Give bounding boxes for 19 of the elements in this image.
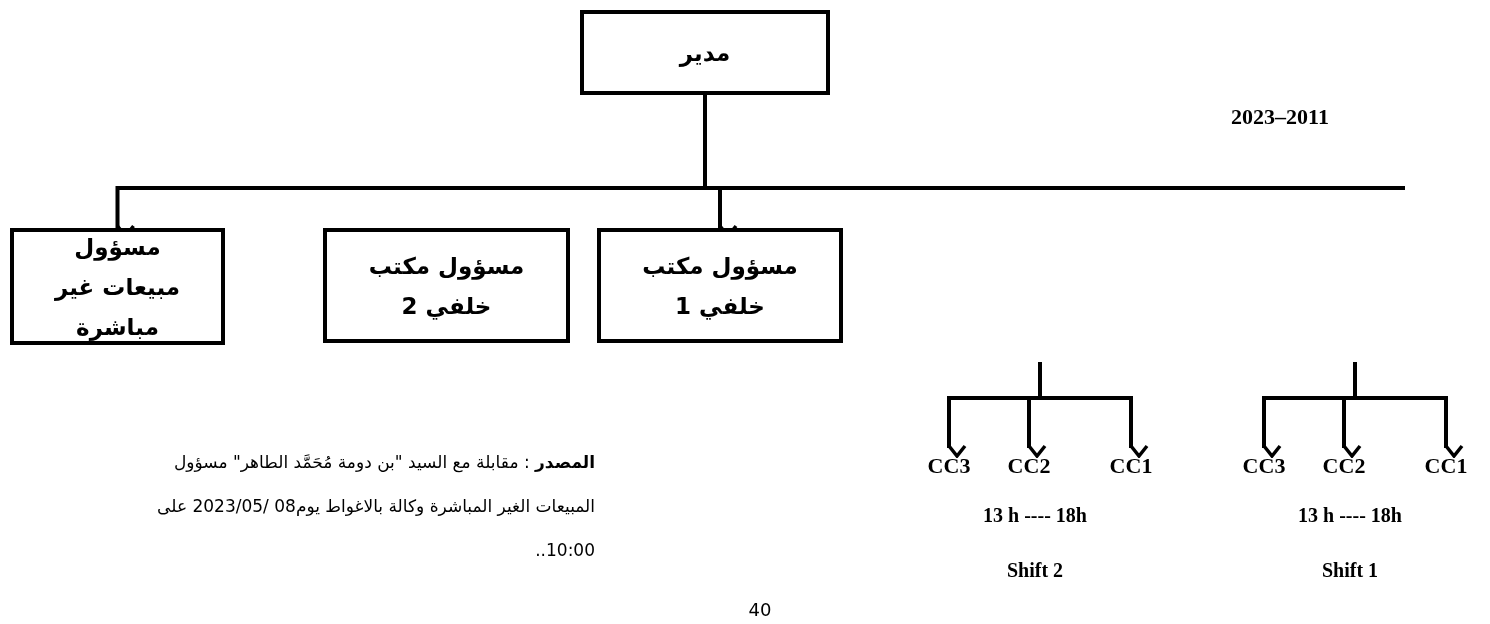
agent-label: CC1: [1100, 448, 1162, 482]
role-box: مسؤول مكتب خلفي 2: [323, 228, 570, 343]
page-number: 40: [747, 598, 773, 622]
role-box: مسؤول مبيعات غير مباشرة: [10, 228, 225, 345]
time-range: 13 h ---- 18h: [1297, 503, 1403, 528]
branch-arrow: [1038, 362, 1149, 458]
role-box: مسؤول مكتب خلفي 1: [597, 228, 843, 343]
agent-label: CC3: [1233, 448, 1295, 482]
agent-label: CC1: [1415, 448, 1477, 482]
time-range: 13 h ---- 18h: [982, 503, 1088, 528]
year-range: 2023–2011: [1230, 103, 1330, 131]
shift-label: Shift 2: [1005, 558, 1065, 583]
agent-label: CC2: [1313, 448, 1375, 482]
agent-label: CC2: [998, 448, 1060, 482]
role-box: مدير: [580, 10, 830, 95]
branch-arrow: [1353, 362, 1464, 458]
source-note: المصدر : مقابلة مع السيد "بن دومة مُحَمَّد الطاهر" مسؤول المبيعات الغير المباشرة وكالة بالاغواط يوم08 /2023/05 على 10:00..: [156, 451, 595, 562]
shift-label: Shift 1: [1320, 558, 1380, 583]
agent-label: CC3: [918, 448, 980, 482]
